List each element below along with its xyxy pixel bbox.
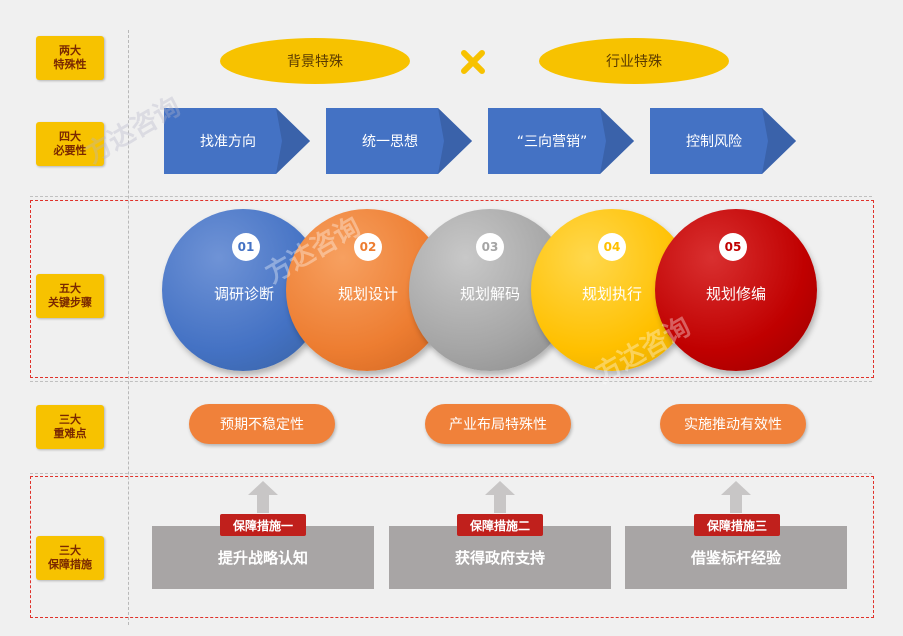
measure-box-1: 提升战略认知 <box>152 526 374 589</box>
up-arrow-icon <box>248 481 278 513</box>
row-label-steps: 五大 关键步骤 <box>36 274 104 318</box>
measure-tag-2: 保障措施二 <box>457 514 543 536</box>
special-left-label: 背景特殊 <box>287 54 343 70</box>
difficulty-pill-2: 产业布局特殊性 <box>425 404 571 444</box>
step-label: 规划解码 <box>459 285 520 303</box>
row-label-line2: 重难点 <box>53 427 87 440</box>
measure-box-3: 借鉴标杆经验 <box>625 526 847 589</box>
row-label-line1: 三大 <box>59 544 81 557</box>
step-number-badge: 05 <box>719 233 747 261</box>
row-label-line1: 三大 <box>59 413 81 426</box>
measure-box-2: 获得政府支持 <box>389 526 611 589</box>
row-label-line1: 两大 <box>59 44 81 57</box>
step-label: 规划设计 <box>337 285 398 303</box>
difficulty-label: 预期不稳定性 <box>220 417 304 433</box>
measures-frame <box>30 476 874 618</box>
special-right-ellipse: 行业特殊 <box>539 38 729 84</box>
steps-frame <box>30 200 874 378</box>
necessity-arrow-1: 找准方向 <box>164 108 310 174</box>
step-number-badge: 02 <box>354 233 382 261</box>
necessity-arrow-3: “三向营销” <box>488 108 634 174</box>
row-label-special: 两大 特殊性 <box>36 36 104 80</box>
multiply-icon <box>461 50 485 74</box>
row-label-difficulties: 三大 重难点 <box>36 405 104 449</box>
special-right-label: 行业特殊 <box>606 54 662 70</box>
row-label-necessity: 四大 必要性 <box>36 122 104 166</box>
step-number-badge: 03 <box>476 233 504 261</box>
necessity-label: “三向营销” <box>516 134 588 150</box>
necessity-arrow-2: 统一思想 <box>326 108 472 174</box>
necessity-arrow-4: 控制风险 <box>650 108 796 174</box>
difficulty-pill-3: 实施推动有效性 <box>660 404 806 444</box>
measure-tag-1: 保障措施一 <box>220 514 306 536</box>
special-left-ellipse: 背景特殊 <box>220 38 410 84</box>
measure-label: 借鉴标杆经验 <box>690 549 781 567</box>
necessity-label: 控制风险 <box>686 134 742 150</box>
row-label-line1: 五大 <box>59 282 81 295</box>
row-divider-3 <box>30 473 872 474</box>
step-label: 调研诊断 <box>213 285 274 303</box>
difficulty-label: 产业布局特殊性 <box>449 417 547 433</box>
step-number-badge: 04 <box>598 233 626 261</box>
necessity-label: 统一思想 <box>362 134 418 150</box>
row-label-line2: 保障措施 <box>48 558 92 571</box>
measure-label: 获得政府支持 <box>454 549 545 567</box>
difficulty-pill-1: 预期不稳定性 <box>189 404 335 444</box>
vertical-divider <box>128 30 129 625</box>
step-label: 规划执行 <box>581 285 642 303</box>
row-label-line1: 四大 <box>59 130 81 143</box>
measure-label: 提升战略认知 <box>217 549 308 567</box>
measure-tag-3: 保障措施三 <box>694 514 780 536</box>
step-number-badge: 01 <box>232 233 260 261</box>
up-arrow-icon <box>721 481 751 513</box>
row-label-measures: 三大 保障措施 <box>36 536 104 580</box>
row-label-line2: 必要性 <box>53 144 87 157</box>
necessity-label: 找准方向 <box>200 134 256 150</box>
row-divider-1 <box>30 196 872 197</box>
row-label-line2: 特殊性 <box>53 58 87 71</box>
up-arrow-icon <box>485 481 515 513</box>
row-label-line2: 关键步骤 <box>48 296 92 309</box>
step-label: 规划修编 <box>705 285 766 303</box>
row-divider-2 <box>30 381 872 382</box>
difficulty-label: 实施推动有效性 <box>684 417 782 433</box>
